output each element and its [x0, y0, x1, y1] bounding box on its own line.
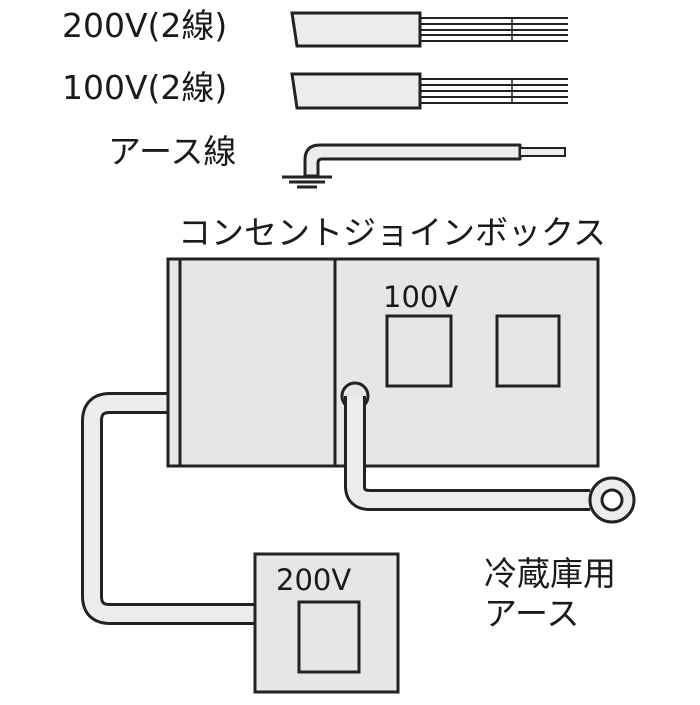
- ground-symbol-icon: [282, 175, 332, 189]
- label-200v-wire: 200V(2線): [62, 6, 227, 45]
- cable-100v-icon: [290, 72, 568, 110]
- earth-wire-icon: [303, 143, 566, 178]
- cable-200v-icon: [290, 11, 568, 48]
- label-earth-wire: アース線: [108, 132, 236, 171]
- fridge-earth-label-line2: アース: [484, 594, 579, 633]
- junction-box-title: コンセントジョインボックス: [178, 213, 606, 252]
- outlet-100v-socket: [385, 314, 453, 388]
- outlet-200v-socket: [297, 600, 361, 674]
- ring-terminal-icon: [588, 476, 636, 524]
- outlet-100v-socket-2: [495, 314, 561, 388]
- fridge-earth-lead: [340, 381, 590, 511]
- fridge-earth-label-line1: 冷蔵庫用: [484, 554, 616, 593]
- outlet-200v-label: 200V: [276, 563, 351, 597]
- cable-to-200v-outlet: [81, 392, 255, 625]
- label-100v-wire: 100V(2線): [62, 68, 227, 107]
- outlet-100v-label: 100V: [383, 280, 458, 314]
